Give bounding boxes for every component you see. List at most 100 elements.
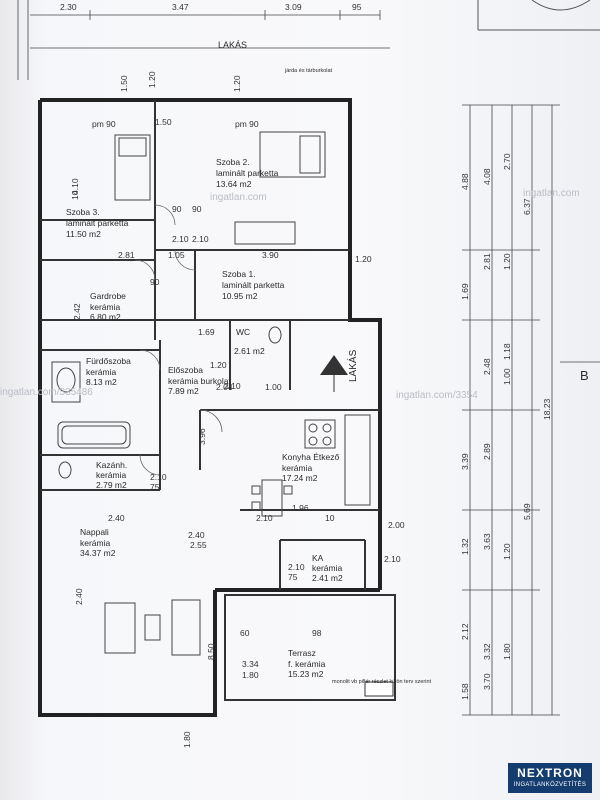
dim-right_col1-6: 1.58 [460, 683, 470, 700]
room-terasz-name: Terrasz [288, 648, 316, 658]
right-dimension-labels: 4.881.693.391.322.121.584.082.812.482.89… [460, 153, 552, 700]
washbasin [51, 361, 81, 403]
room-szoba2-floor: laminált parketta [216, 168, 279, 178]
dim-right_col4-1: 6.37 [522, 198, 532, 215]
room-gardrobe-name: Gardrobe [90, 291, 126, 301]
dim-interior-41: 8.50 [206, 643, 216, 660]
dim-right_col2-7: 3.70 [482, 673, 492, 690]
dim-top-4: 95 [352, 2, 362, 12]
bed-room3 [114, 134, 151, 201]
kitchen-counter [304, 414, 371, 506]
dim-interior-33: 2.10 [288, 562, 305, 572]
dim-right_col1-4: 1.32 [460, 538, 470, 555]
dim-interior-43: 2.40 [108, 513, 125, 523]
dim-top-3: 3.09 [285, 2, 302, 12]
watermark-3: ingatlan.com/3354 [396, 390, 478, 401]
top-dimension-labels: 2.30 3.47 3.09 95 [60, 2, 362, 12]
dim-interior-26: 75 [150, 482, 160, 492]
dim-right_col3-6: 1.80 [502, 643, 512, 660]
room-szoba2-area: 13.64 m2 [216, 179, 252, 189]
dim-interior-11: 90 [192, 204, 202, 214]
dim-interior-19: 1.69 [198, 327, 215, 337]
dim-right_col2-6: 3.32 [482, 643, 492, 660]
room-kamra-floor: kerámia [312, 563, 343, 573]
dim-top-2: 3.47 [172, 2, 189, 12]
dim-right_col1-2: 1.69 [460, 283, 470, 300]
door-swings [134, 204, 223, 476]
dim-interior-29: 10 [325, 513, 335, 523]
room-wc-name: WC [236, 327, 250, 337]
bottom-note: monolit vb pillér részlet külön terv sze… [332, 679, 432, 685]
brand-logo: NEXTRON INGATLANKÖZVETÍTÉS [508, 763, 592, 793]
watermark-1: ingatlan.com [210, 192, 267, 203]
room-kazan-name: Kazánh. [96, 460, 127, 470]
dim-right_col3-2: 1.20 [502, 253, 512, 270]
room-nappali-floor: kerámia [80, 538, 111, 548]
top-note: járda és tárburkolat [284, 68, 333, 74]
room-konyha: Konyha Étkező kerámia 17.24 m2 [282, 452, 339, 483]
watermark-4: ingatlan.com [523, 188, 580, 199]
dim-right_col1-1: 4.88 [460, 173, 470, 190]
dim-interior-28: 1.96 [292, 503, 309, 513]
room-furdo: Fürdőszoba kerámia 8.13 m2 [86, 356, 131, 387]
room-szoba1-area: 10.95 m2 [222, 291, 258, 301]
dim-right_col3-4: 1.00 [502, 368, 512, 385]
toilet [58, 326, 282, 479]
dim-right_col2-1: 4.08 [482, 168, 492, 185]
room-gardrobe-floor: kerámia [90, 302, 121, 312]
room-szoba3-floor: laminált parketta [66, 218, 129, 228]
dim-interior-16: 1.20 [355, 254, 372, 264]
dim-right_col2-4: 2.89 [482, 443, 492, 460]
dim-interior-4: 1.20 [147, 71, 157, 88]
dim-top-1: 2.30 [60, 2, 77, 12]
dim-interior-15: 3.90 [262, 250, 279, 260]
entrance-arrow [320, 355, 348, 392]
room-szoba2: Szoba 2. laminált parketta 13.64 m2 [216, 157, 279, 189]
room-labels: Szoba 2. laminált parketta 13.64 m2 Szob… [66, 157, 343, 679]
room-szoba3-area: 11.50 m2 [66, 229, 101, 239]
dim-interior-22: 2.10 [224, 381, 241, 391]
room-gardrobe-area: 6.80 m2 [90, 312, 121, 322]
room-nappali-area: 34.37 m2 [80, 548, 116, 558]
bed-room2 [259, 131, 326, 178]
room-furdo-floor: kerámia [86, 367, 117, 377]
dim-interior-20: 2.04 [216, 382, 233, 392]
dim-right_col2-2: 2.81 [482, 253, 492, 270]
watermark-2: ingatlan.com/335486 [0, 387, 93, 398]
bathtub [57, 421, 131, 449]
dim-interior-37: 98 [312, 628, 322, 638]
room-konyha-floor: kerámia [282, 463, 313, 473]
section-mark: B [580, 368, 589, 383]
dim-interior-30: 2.00 [388, 520, 405, 530]
room-szoba1-floor: laminált parketta [222, 280, 285, 290]
dim-interior-3: 10 [70, 190, 80, 200]
brand-name: NEXTRON [517, 766, 583, 780]
room-kazan-area: 2.79 m2 [96, 480, 127, 490]
room-konyha-area: 17.24 m2 [282, 473, 318, 483]
dim-interior-23: 3.96 [197, 428, 207, 445]
dim-interior-34: 75 [288, 572, 298, 582]
room-wc-area: 2.61 m2 [234, 346, 265, 356]
dim-interior-13: 2.81 [118, 250, 135, 260]
dim-interior-7: 1.20 [232, 75, 242, 92]
dim-interior-10: 2.10 [172, 234, 189, 244]
room-nappali-name: Nappali [80, 527, 109, 537]
room-furdo-area: 8.13 m2 [86, 377, 117, 387]
room-szoba1: Szoba 1. laminált parketta 10.95 m2 [222, 269, 285, 301]
room-szoba3-name: Szoba 3. [66, 207, 100, 217]
dim-interior-2: 1.50 [119, 75, 129, 92]
dim-right_col2-5: 3.63 [482, 533, 492, 550]
dim-right_col1-3: 3.39 [460, 453, 470, 470]
room-eloszoba-name: Előszoba [168, 365, 203, 375]
dim-interior-25: 2.10 [150, 472, 167, 482]
interior-walls [40, 100, 380, 590]
room-wc: WC 2.61 m2 [234, 327, 265, 356]
room-kamra: KA kerámia 2.41 m2 [312, 553, 343, 583]
dim-right_col2-3: 2.48 [482, 358, 492, 375]
brand-tagline: INGATLANKÖZVETÍTÉS [513, 782, 587, 788]
dim-interior-8: 4.10 [70, 178, 80, 195]
dining-table [251, 479, 293, 517]
dim-interior-32: 2.55 [190, 540, 207, 550]
